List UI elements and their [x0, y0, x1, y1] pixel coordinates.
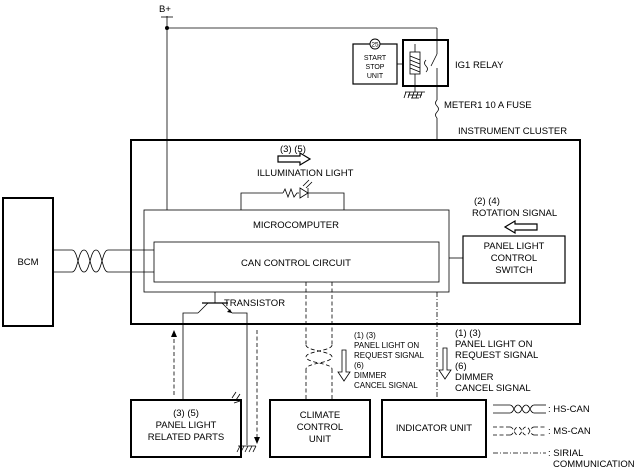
signal-small-line6: CANCEL SIGNAL: [354, 381, 418, 390]
start-stop-line1: START: [364, 55, 387, 62]
signal-small-line1: (1) (3): [354, 331, 376, 340]
ground-icon: [236, 445, 257, 453]
rotation-label: ROTATION SIGNAL: [472, 208, 557, 219]
b-plus-wiring: [161, 16, 438, 210]
signal-large-arrow-icon: [438, 347, 452, 380]
signal-small-line5: DIMMER: [354, 371, 387, 380]
transistor-current-arrows: [171, 330, 260, 444]
can-control-circuit-box: [153, 241, 440, 283]
bcm-box: [2, 197, 54, 327]
switch-line1: PANEL LIGHT: [484, 241, 545, 252]
start-stop-line3: UNIT: [367, 73, 384, 80]
ms-can-twisted-pair: [305, 282, 333, 400]
related-parts-line2: RELATED PARTS: [148, 432, 225, 443]
illumination-arrow-icon: [277, 151, 312, 167]
signal-small-line2: PANEL LIGHT ON: [354, 341, 419, 350]
signal-large-line4: (6): [455, 361, 467, 372]
illumination-label: ILLUMINATION LIGHT: [257, 168, 354, 179]
microcomputer-label: MICROCOMPUTER: [253, 220, 339, 231]
legend-ms-can-sample: [493, 426, 546, 436]
panel-light-related-parts-box: [130, 399, 242, 458]
illumination-codes: (3) (5): [280, 144, 306, 155]
microcomputer-box: [143, 209, 450, 293]
legend-hs-can-sample: [493, 404, 546, 414]
climate-line1: CLIMATE: [300, 410, 340, 421]
ig1-relay-label: IG1 RELAY: [455, 60, 504, 71]
related-parts-codes: (3) (5): [173, 408, 199, 419]
legend-serial-line2: COMMUNICATION: [553, 459, 635, 470]
rotation-arrow-icon: [503, 219, 538, 235]
signal-large-line1: (1) (3): [455, 328, 481, 339]
ig1-relay: [402, 39, 449, 99]
related-parts-spark-icon: [231, 391, 241, 404]
hs-can-twisted-pair: [53, 249, 154, 273]
signal-small-line4: (6): [354, 361, 364, 370]
instrument-cluster-box: [130, 139, 581, 325]
start-stop-badge: 25: [371, 42, 379, 49]
related-parts-line1: PANEL LIGHT: [156, 420, 217, 431]
indicator-unit-label: INDICATOR UNIT: [396, 423, 472, 434]
signal-large-line6: CANCEL SIGNAL: [455, 383, 531, 394]
illumination-resistor-led: [240, 179, 345, 210]
signal-small-line3: REQUEST SIGNAL: [354, 351, 425, 360]
climate-control-unit-box: [269, 399, 371, 458]
meter1-fuse: [435, 86, 439, 140]
panel-light-control-switch-box: [462, 235, 566, 284]
b-plus-label: B+: [159, 4, 171, 15]
legend-serial-line1: : SIRIAL: [548, 448, 583, 459]
climate-line3: UNIT: [309, 434, 331, 445]
signal-small-arrow-icon: [337, 349, 351, 382]
signal-large-line2: PANEL LIGHT ON: [455, 339, 533, 350]
can-control-circuit-label: CAN CONTROL CIRCUIT: [241, 258, 351, 269]
signal-large-line3: REQUEST SIGNAL: [455, 350, 538, 361]
legend-hs-can: : HS-CAN: [548, 404, 590, 415]
legend-ms-can: : MS-CAN: [548, 426, 591, 437]
switch-line3: SWITCH: [495, 265, 533, 276]
start-stop-line2: STOP: [366, 64, 385, 71]
start-stop-unit: 25 START STOP UNIT: [352, 38, 398, 85]
signal-large-line5: DIMMER: [455, 372, 494, 383]
switch-line2: CONTROL: [491, 253, 537, 264]
transistor-label: TRANSISTOR: [224, 298, 285, 309]
fuse-label: METER1 10 A FUSE: [444, 100, 532, 111]
climate-line2: CONTROL: [297, 422, 343, 433]
transistor-symbol: [182, 292, 248, 445]
instrument-cluster-label: INSTRUMENT CLUSTER: [458, 126, 567, 137]
rotation-codes: (2) (4): [474, 196, 500, 207]
indicator-unit-box: [381, 399, 487, 458]
bcm-label: BCM: [17, 257, 38, 268]
